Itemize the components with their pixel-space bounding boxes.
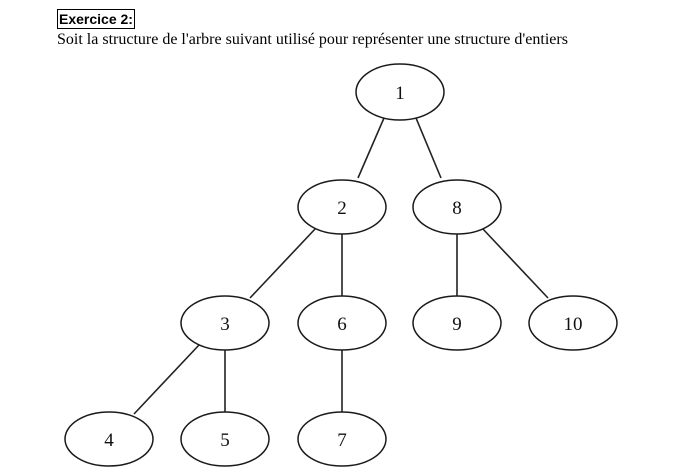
exercise-title: Exercice 2: <box>57 9 135 29</box>
tree-node: 9 <box>412 295 502 351</box>
tree-node: 4 <box>64 411 154 467</box>
node-label: 3 <box>220 314 230 335</box>
tree-node: 1 <box>355 63 445 121</box>
node-label: 10 <box>564 314 583 335</box>
node-label: 2 <box>337 198 347 219</box>
tree-node: 8 <box>412 179 502 235</box>
node-label: 4 <box>104 430 114 451</box>
node-ellipse <box>180 295 270 351</box>
node-ellipse <box>297 295 387 351</box>
tree-node: 10 <box>528 295 618 351</box>
tree-node: 7 <box>297 411 387 467</box>
node-label: 6 <box>337 314 347 335</box>
node-ellipse <box>528 295 618 351</box>
edge-3-4 <box>133 344 200 415</box>
edge-1-8 <box>415 117 442 179</box>
exercise-statement: Soit la structure de l'arbre suivant uti… <box>57 31 568 48</box>
node-ellipse <box>355 63 445 121</box>
node-ellipse <box>412 179 502 235</box>
tree-node: 6 <box>297 295 387 351</box>
tree-node: 3 <box>180 295 270 351</box>
node-ellipse <box>180 411 270 467</box>
tree-node: 5 <box>180 411 270 467</box>
node-label: 8 <box>452 198 462 219</box>
edge-8-10 <box>481 227 549 299</box>
tree-node: 2 <box>297 179 387 235</box>
edge-2-3 <box>249 227 317 299</box>
node-ellipse <box>297 411 387 467</box>
node-ellipse <box>297 179 387 235</box>
node-label: 7 <box>337 430 347 451</box>
edge-1-2 <box>357 117 385 179</box>
node-label: 5 <box>220 430 230 451</box>
node-ellipse <box>64 411 154 467</box>
node-ellipse <box>412 295 502 351</box>
node-label: 1 <box>395 83 405 104</box>
tree-edges <box>133 117 549 415</box>
node-label: 9 <box>452 314 462 335</box>
